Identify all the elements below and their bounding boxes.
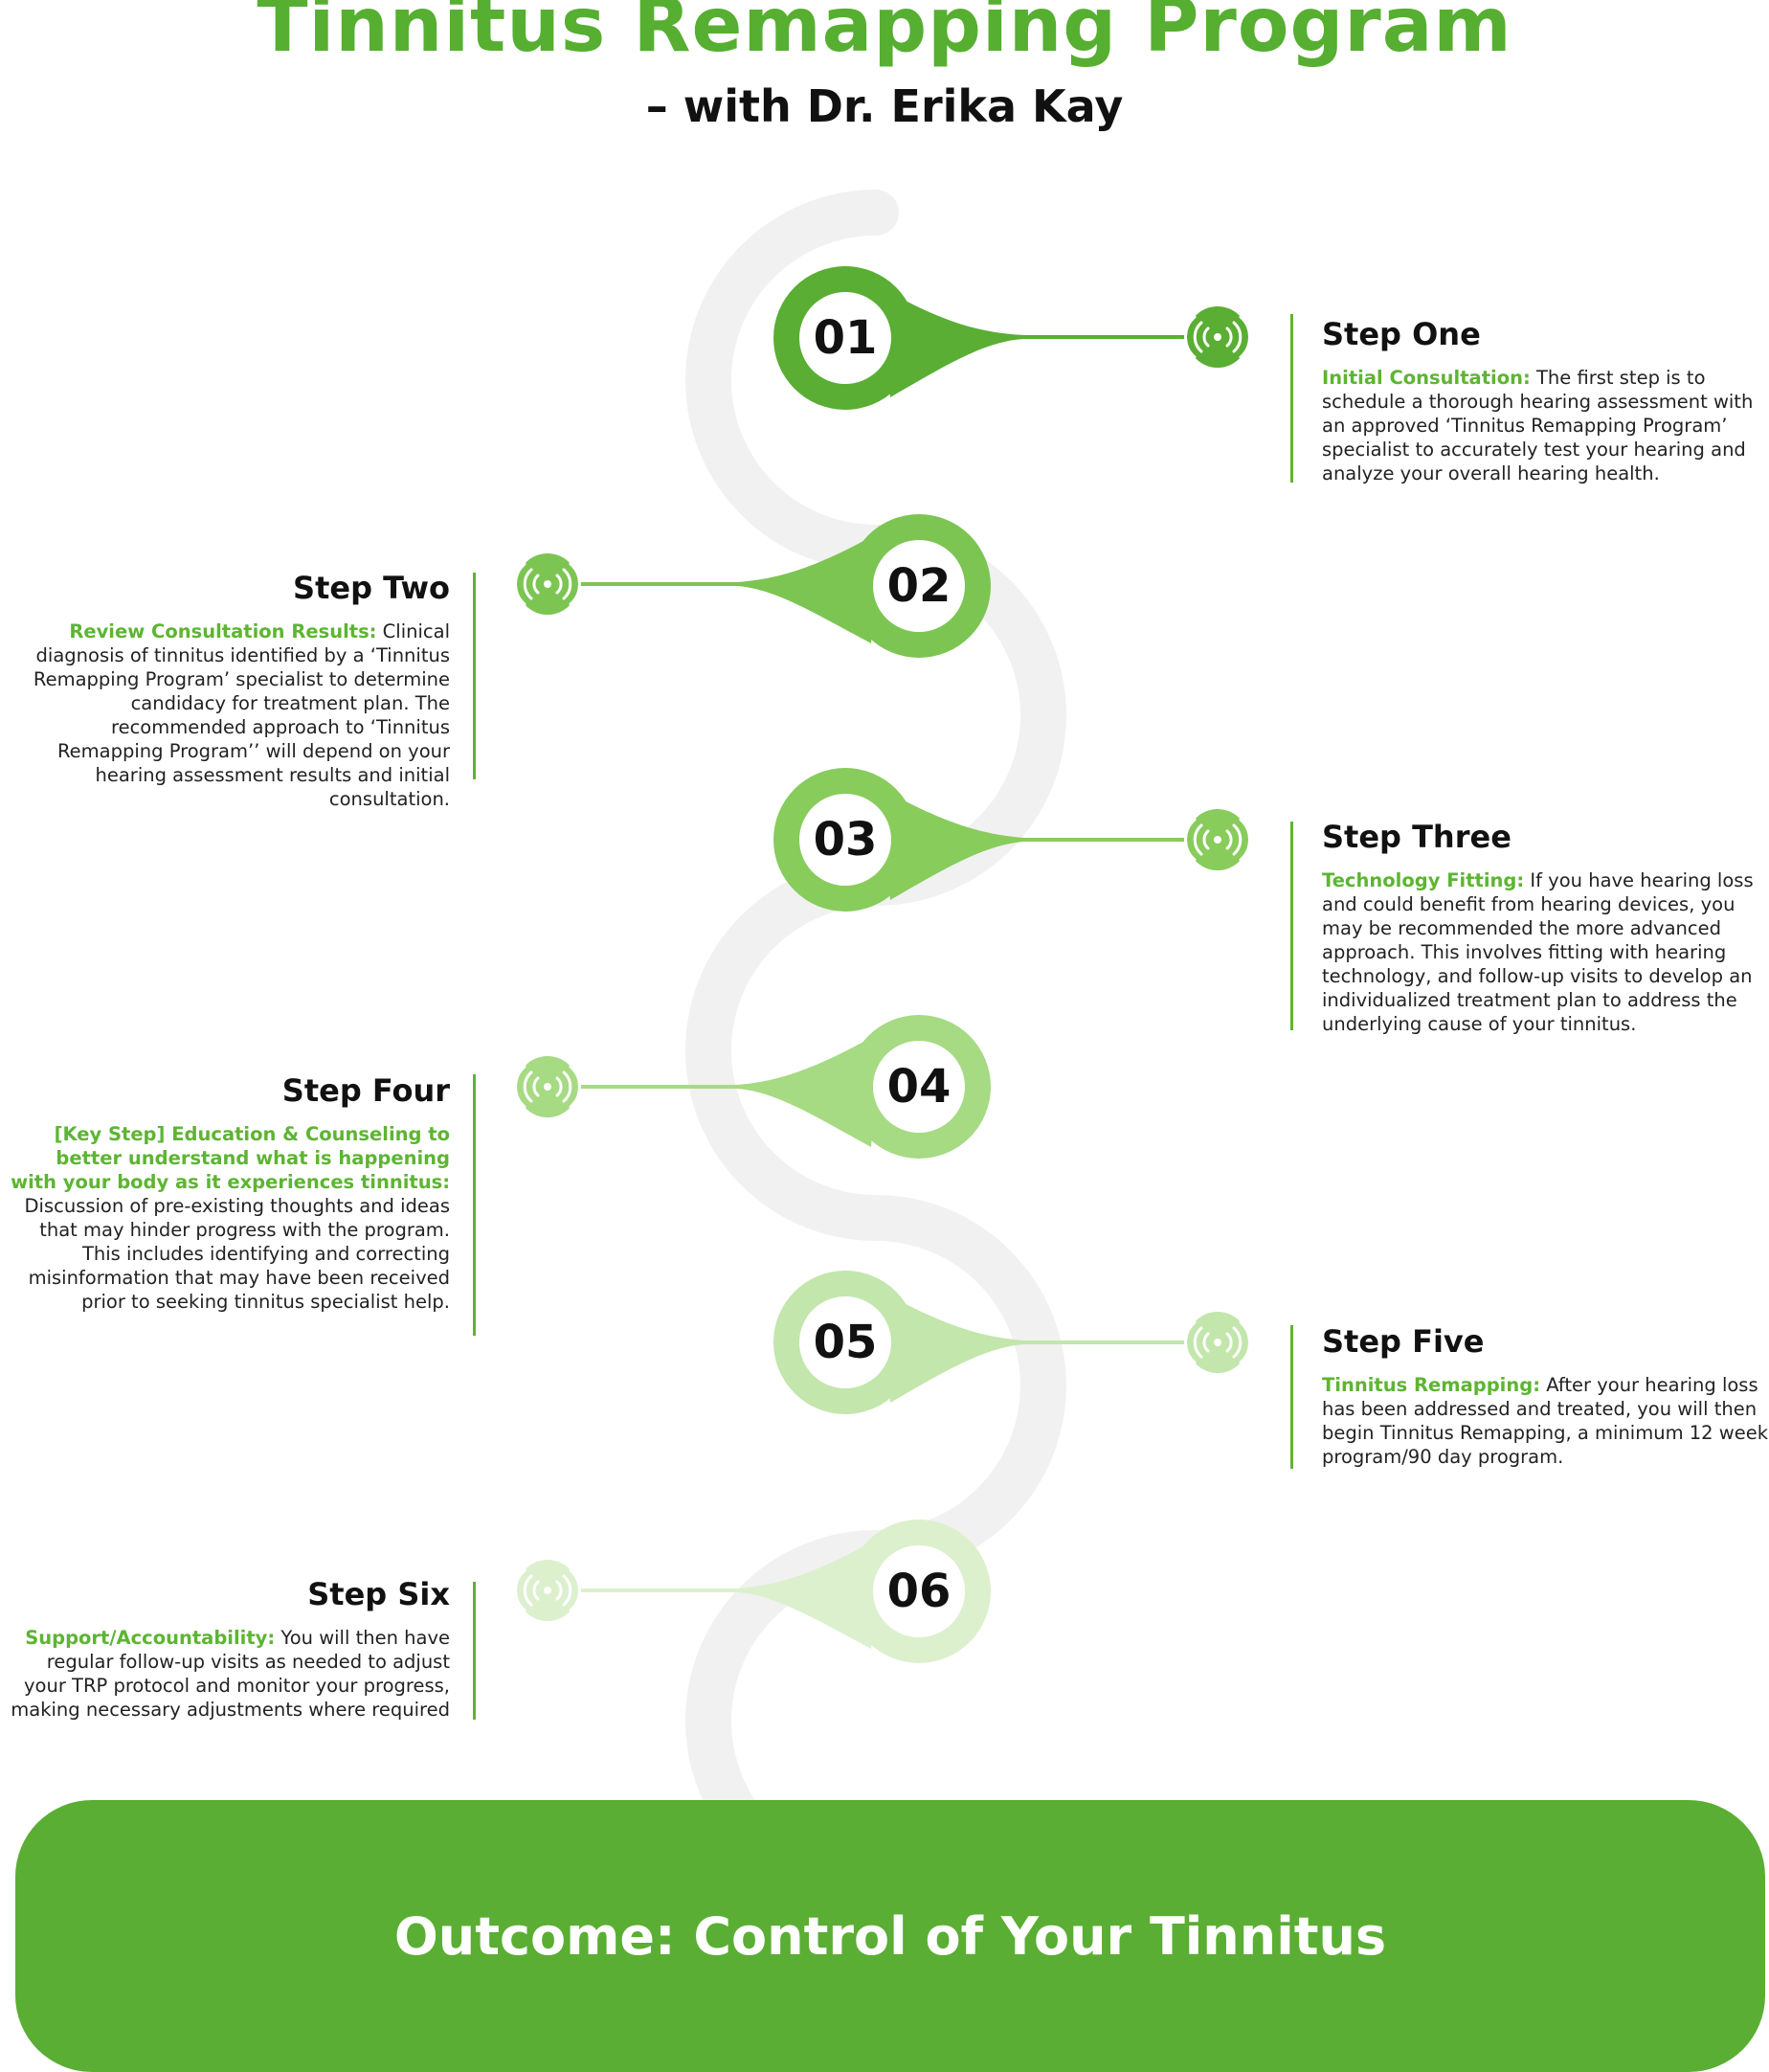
step-two-heading: Step Two [293, 570, 450, 606]
outcome-banner: Outcome: Control of Your Tinnitus [15, 1800, 1765, 2072]
step-number-5: 05 [813, 1316, 878, 1369]
hearing-signal-icon [514, 1568, 581, 1612]
step-one-heading: Step One [1322, 316, 1481, 352]
step-five-text: After your hearing loss has been address… [1322, 1374, 1769, 1468]
step-two-text: Clinical diagnosis of tinnitus identifie… [33, 620, 450, 810]
step-two-description: Review Consultation Results: Clinical di… [10, 619, 450, 811]
step-one-block: Step One Initial Consultation: The first… [1322, 316, 1769, 485]
step-two-block: Step Two Review Consultation Results: Cl… [10, 570, 450, 811]
step-three-heading: Step Three [1322, 819, 1511, 855]
accent-line-5 [1290, 1325, 1293, 1469]
step-number-4: 04 [886, 1060, 952, 1114]
step-node-4 [514, 1015, 991, 1159]
step-number-6: 06 [886, 1565, 952, 1618]
hearing-signal-icon [1184, 818, 1251, 862]
accent-line-6 [473, 1582, 476, 1720]
step-four-highlight: [Key Step] Education & Counseling to bet… [11, 1123, 450, 1193]
step-three-text: If you have hearing loss and could benef… [1322, 869, 1754, 1035]
step-node-2 [514, 514, 991, 658]
step-six-highlight: Support/Accountability: [25, 1627, 276, 1649]
step-three-description: Technology Fitting: If you have hearing … [1322, 868, 1769, 1036]
step-one-highlight: Initial Consultation: [1322, 367, 1531, 389]
step-two-highlight: Review Consultation Results: [69, 620, 377, 642]
step-six-description: Support/Accountability: You will then ha… [10, 1626, 450, 1722]
step-five-block: Step Five Tinnitus Remapping: After your… [1322, 1323, 1769, 1469]
hearing-signal-icon [514, 562, 581, 606]
step-node-1 [773, 266, 1251, 410]
step-number-3: 03 [813, 813, 878, 867]
step-one-description: Initial Consultation: The first step is … [1322, 366, 1769, 485]
accent-line-1 [1290, 314, 1293, 483]
step-one-text: The first step is to schedule a thorough… [1322, 367, 1754, 484]
accent-line-4 [473, 1074, 476, 1336]
hearing-signal-icon [514, 1065, 581, 1109]
hearing-signal-icon [1184, 315, 1251, 359]
page-title: Tinnitus Remapping Program [257, 0, 1512, 69]
step-node-3 [773, 768, 1251, 912]
step-node-6 [514, 1520, 991, 1663]
step-four-heading: Step Four [281, 1072, 450, 1109]
step-four-description: [Key Step] Education & Counseling to bet… [10, 1122, 450, 1314]
step-six-text: You will then have regular follow-up vis… [11, 1627, 450, 1721]
step-three-highlight: Technology Fitting: [1322, 869, 1525, 891]
outcome-label: Outcome: Control of Your Tinnitus [393, 1905, 1387, 1967]
step-five-description: Tinnitus Remapping: After your hearing l… [1322, 1373, 1769, 1469]
accent-line-2 [473, 573, 476, 779]
step-four-block: Step Four [Key Step] Education & Counsel… [10, 1072, 450, 1314]
step-six-heading: Step Six [307, 1576, 450, 1612]
step-number-2: 02 [886, 559, 952, 613]
step-six-block: Step Six Support/Accountability: You wil… [10, 1576, 450, 1722]
step-five-heading: Step Five [1322, 1323, 1485, 1360]
step-node-5 [773, 1271, 1251, 1414]
accent-line-3 [1290, 822, 1293, 1030]
serpentine-track [685, 190, 1066, 1911]
step-four-text: Discussion of pre-existing thoughts and … [24, 1195, 450, 1313]
step-number-1: 01 [813, 311, 878, 365]
page-subtitle: – with Dr. Erika Kay [645, 80, 1124, 132]
step-three-block: Step Three Technology Fitting: If you ha… [1322, 819, 1769, 1036]
hearing-signal-icon [1184, 1320, 1251, 1364]
step-five-highlight: Tinnitus Remapping: [1322, 1374, 1540, 1396]
